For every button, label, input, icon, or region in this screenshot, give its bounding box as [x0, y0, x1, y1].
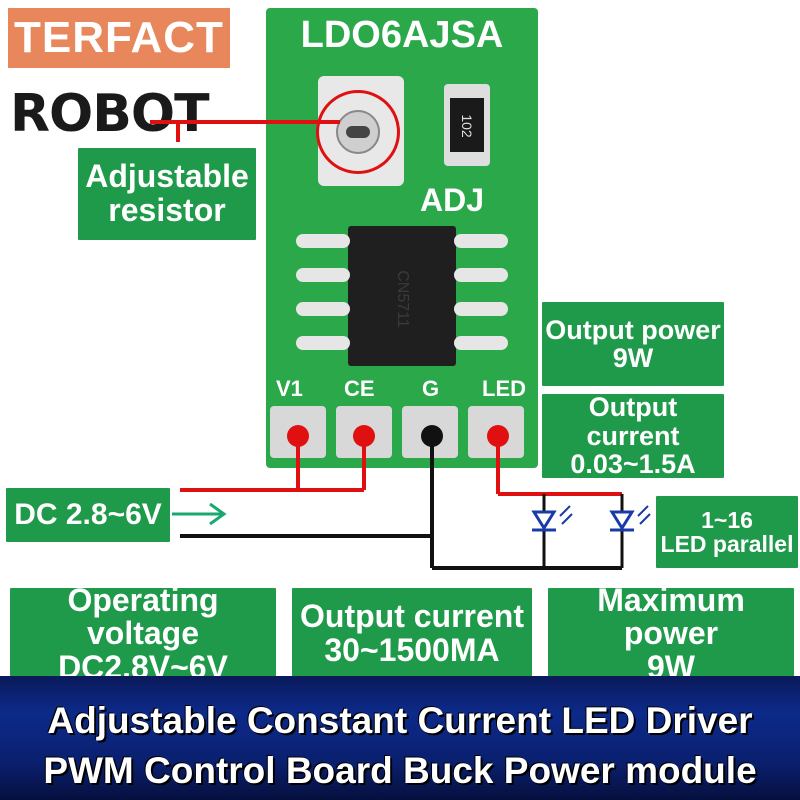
- pad-dot-led: [487, 425, 509, 447]
- spec-title: Output current: [300, 598, 524, 635]
- product-title-line-2: PWM Control Board Buck Power module: [43, 750, 757, 791]
- potentiometer-highlight-circle: [316, 90, 400, 174]
- output-current-callout: Output current 0.03~1.5A: [540, 392, 726, 480]
- adjustable-resistor-callout: Adjustable resistor: [76, 146, 258, 242]
- callout-line: Output current: [586, 392, 680, 451]
- callout-line: resistor: [108, 192, 226, 228]
- input-voltage-callout: DC 2.8~6V: [4, 486, 172, 544]
- input-arrow-head: [209, 502, 227, 526]
- pin-label-led: LED: [482, 376, 526, 401]
- callout-line: LED parallel: [660, 531, 794, 557]
- spec-output-current: Output current 30~1500MA: [290, 586, 534, 682]
- led-ray: [559, 505, 571, 517]
- chip-leg: [296, 234, 350, 248]
- pin-label-v1: V1: [276, 376, 303, 401]
- pin-label-ce: CE: [344, 376, 375, 401]
- led-ray: [637, 505, 649, 517]
- board-model-label: LDO6AJSA: [300, 14, 504, 56]
- chip-leg: [454, 234, 508, 248]
- led-ray: [561, 513, 573, 525]
- bottom-banner-background: [0, 676, 800, 800]
- led-parallel-callout: 1~16 LED parallel: [654, 494, 800, 570]
- chip-leg: [454, 336, 508, 350]
- callout-line: 9W: [612, 343, 654, 373]
- spec-title: Maximum power: [597, 581, 745, 652]
- led-symbol: [609, 510, 635, 531]
- callout-line: 0.03~1.5A: [570, 449, 696, 480]
- pad-dot-v1: [287, 425, 309, 447]
- callout-line: Output power: [545, 314, 721, 345]
- ic-chip: [348, 226, 456, 366]
- smd-resistor: [444, 84, 490, 166]
- spec-operating-voltage: Operating voltage DC2.8V~6V: [8, 581, 278, 683]
- pad-dot-ce: [353, 425, 375, 447]
- brand-logo-top: TERFACT: [8, 8, 230, 68]
- pad-dot-g: [421, 425, 443, 447]
- potentiometer-knob: [336, 110, 380, 154]
- chip-leg: [454, 268, 508, 282]
- chip-leg: [296, 268, 350, 282]
- chip-leg: [296, 336, 350, 350]
- callout-line: 1~16: [701, 506, 753, 533]
- adj-label: ADJ: [420, 182, 485, 218]
- spec-title: Operating voltage: [67, 581, 219, 652]
- output-power-callout: Output power 9W: [540, 300, 726, 388]
- led-ray: [639, 513, 651, 525]
- chip-leg: [296, 302, 350, 316]
- chip-leg: [454, 302, 508, 316]
- product-title-line-1: Adjustable Constant Current LED Driver: [47, 700, 753, 741]
- pin-label-g: G: [422, 376, 440, 401]
- spec-value: 30~1500MA: [324, 632, 500, 668]
- led-symbol: [531, 510, 557, 531]
- callout-line: Adjustable: [85, 158, 249, 195]
- spec-maximum-power: Maximum power 9W: [546, 581, 796, 683]
